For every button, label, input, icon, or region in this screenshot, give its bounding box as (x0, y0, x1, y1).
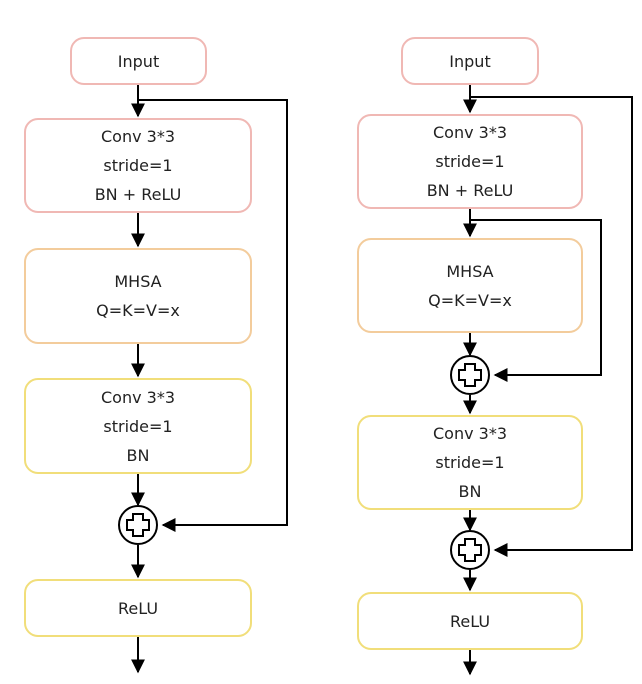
left-skip-line (138, 99, 288, 532)
left-mhsa-line-2: Q=K=V=x (96, 301, 180, 320)
left-conv1-line-1: Conv 3*3 (100, 127, 175, 146)
right-skip-line-inner (470, 219, 602, 382)
right-relu-node: ReLU (357, 592, 583, 650)
right-input-label: Input (449, 51, 491, 71)
left-relu-node: ReLU (24, 579, 252, 637)
right-input-node: Input (401, 37, 539, 85)
right-conv2-line-2: stride=1 (435, 453, 505, 472)
right-conv1-line-2: stride=1 (435, 152, 505, 171)
left-conv2-node: Conv 3*3 stride=1 BN (24, 378, 252, 474)
right-mhsa-node: MHSA Q=K=V=x (357, 238, 583, 333)
right-conv2-line-1: Conv 3*3 (432, 424, 507, 443)
right-mhsa-line-1: MHSA (446, 261, 494, 281)
left-mhsa-line-1: MHSA (114, 272, 162, 291)
left-conv1-line-2: stride=1 (103, 156, 173, 175)
left-conv2-line-3: BN (126, 445, 150, 465)
left-mhsa-node: MHSA Q=K=V=x (24, 248, 252, 344)
left-conv1-line-3: BN + ReLU (94, 185, 182, 204)
right-add-node-2 (450, 530, 490, 570)
right-conv1-line-1: Conv 3*3 (432, 123, 507, 142)
left-relu-label: ReLU (117, 598, 159, 618)
left-add-node (118, 505, 158, 545)
left-conv1-node: Conv 3*3 stride=1 BN + ReLU (24, 118, 252, 213)
right-conv2-node: Conv 3*3 stride=1 BN (357, 415, 583, 510)
right-relu-label: ReLU (449, 611, 491, 631)
right-conv1-node: Conv 3*3 stride=1 BN + ReLU (357, 114, 583, 209)
right-add-node-1 (450, 355, 490, 395)
left-conv2-line-2: stride=1 (103, 416, 173, 436)
right-conv2-line-3: BN (458, 482, 482, 501)
left-input-label: Input (117, 51, 160, 71)
right-skip-line-outer (470, 96, 633, 557)
right-mhsa-line-2: Q=K=V=x (428, 290, 512, 310)
right-conv1-line-3: BN + ReLU (426, 181, 514, 200)
left-input-node: Input (70, 37, 207, 85)
left-conv2-line-1: Conv 3*3 (100, 387, 175, 407)
